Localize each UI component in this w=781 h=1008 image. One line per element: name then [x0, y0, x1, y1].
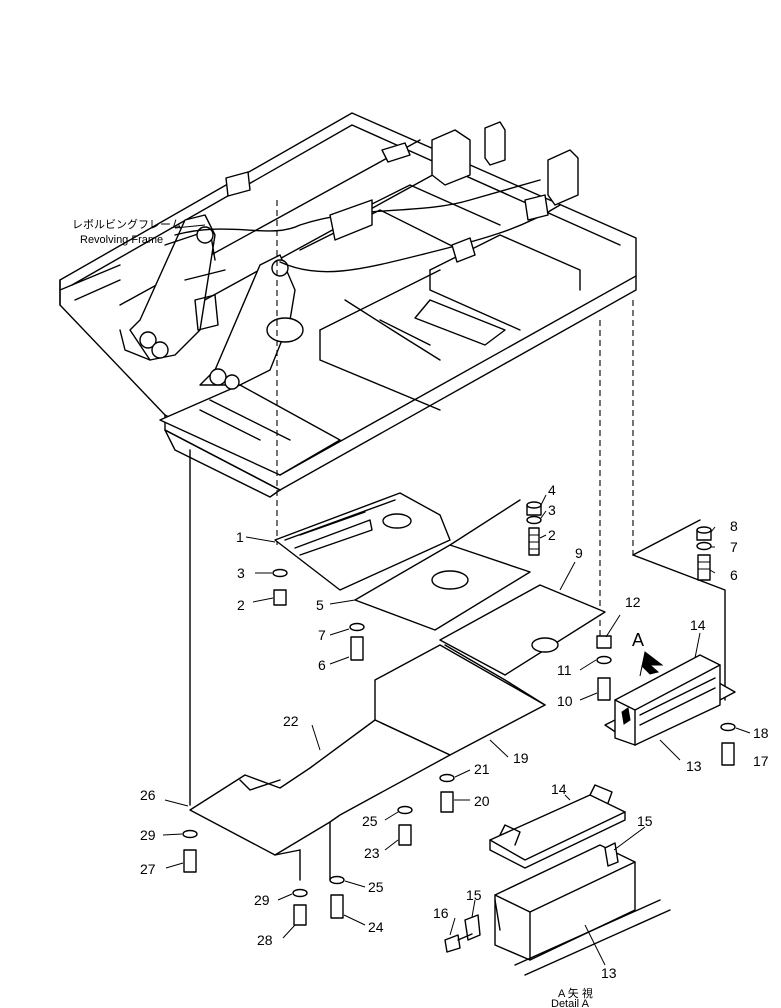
- callout-23: 23: [364, 845, 380, 861]
- callout-13: 13: [601, 965, 617, 981]
- callout-26: 26: [140, 787, 156, 803]
- callout-7: 7: [730, 539, 738, 555]
- callout-2: 2: [237, 597, 245, 613]
- callout-25: 25: [368, 879, 384, 895]
- callout-29: 29: [140, 827, 156, 843]
- revolving-frame: [59, 112, 637, 498]
- detail-a-text: Detail A: [551, 998, 590, 1008]
- callout-24: 24: [368, 919, 384, 935]
- leader-lines: [162, 494, 751, 966]
- callout-13: 13: [686, 758, 702, 774]
- frame-label-jp: レボルビングフレーム: [72, 217, 182, 231]
- callout-2: 2: [548, 527, 556, 543]
- callout-6: 6: [318, 657, 326, 673]
- callout-18: 18: [753, 725, 769, 741]
- callout-4: 4: [548, 482, 556, 498]
- callout-6: 6: [730, 567, 738, 583]
- callout-11: 11: [557, 662, 572, 678]
- callout-20: 20: [474, 793, 490, 809]
- callout-12: 12: [625, 594, 641, 610]
- callout-15: 15: [637, 813, 653, 829]
- battery-box-assembly: [604, 651, 736, 746]
- callout-27: 27: [140, 861, 156, 877]
- frame-label: レボルビングフレーム Revolving Frame: [72, 217, 206, 246]
- fasteners: [182, 501, 736, 926]
- alignment-lines: [189, 200, 726, 806]
- callout-17: 17: [753, 753, 769, 769]
- view-arrow-label: A: [632, 630, 644, 650]
- callout-3: 3: [237, 565, 245, 581]
- callout-1: 1: [236, 529, 244, 545]
- detail-a: [444, 784, 671, 976]
- under-covers: [189, 492, 606, 881]
- callout-10: 10: [557, 693, 573, 709]
- callout-9: 9: [575, 545, 583, 561]
- callout-25: 25: [362, 813, 378, 829]
- callout-28: 28: [257, 932, 273, 948]
- callout-21: 21: [474, 761, 490, 777]
- callout-14: 14: [551, 781, 567, 797]
- callout-14: 14: [690, 617, 706, 633]
- callout-29: 29: [254, 892, 270, 908]
- callout-19: 19: [513, 750, 529, 766]
- callouts: 1 2 3 4 3 2 5 7 6 9 8 7 6 12 11 10 14 13…: [140, 482, 769, 981]
- callout-16: 16: [433, 905, 449, 921]
- callout-3: 3: [548, 502, 556, 518]
- callout-5: 5: [316, 597, 324, 613]
- detail-a-ref: A 矢 視: [558, 986, 593, 1000]
- callout-7: 7: [318, 627, 326, 643]
- frame-label-en: Revolving Frame: [80, 234, 163, 246]
- callout-22: 22: [283, 713, 299, 729]
- callout-8: 8: [730, 518, 738, 534]
- callout-15: 15: [466, 887, 482, 903]
